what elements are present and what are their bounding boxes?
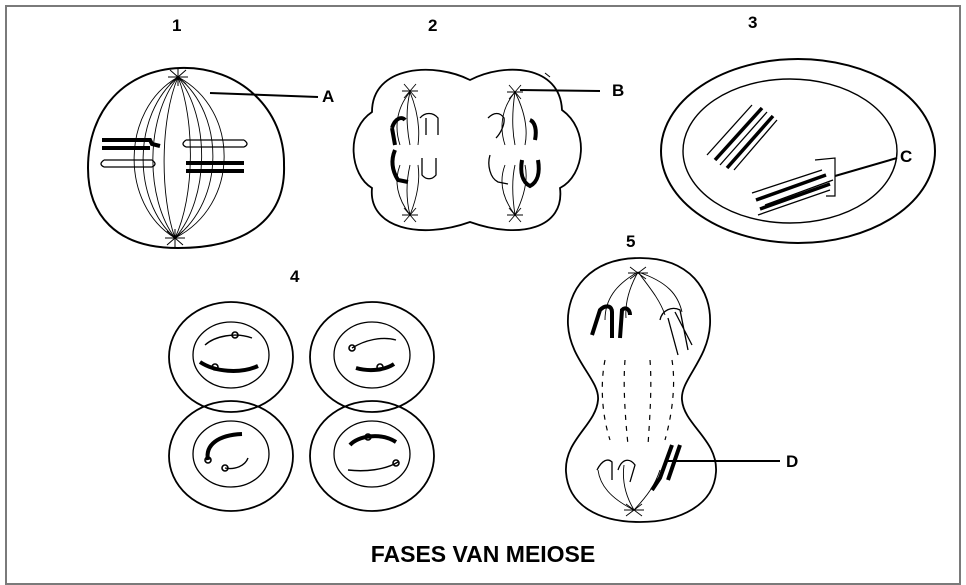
stage-number-4: 4 [290,268,299,285]
stage-number-5: 5 [626,233,635,250]
diagram-title: FASES VAN MEIOSE [0,541,966,568]
pointer-label-c: C [900,148,912,165]
stage-4-cell-bottom-right [310,401,434,511]
stage-1-cell [88,68,318,248]
stage-3-cell [661,59,935,243]
stage-5-cell [566,258,780,522]
pointer-label-b: B [612,82,624,99]
pointer-label-a: A [322,88,334,105]
stage-4-cell-top-left [169,302,293,412]
stage-number-3: 3 [748,14,757,31]
stage-2-cell [354,70,600,230]
stage-4-cell-top-right [310,302,434,412]
stage-number-2: 2 [428,17,437,34]
pointer-label-d: D [786,453,798,470]
stage-4-cell-bottom-left [169,401,293,511]
stage-4-cells [169,302,434,511]
stage-number-1: 1 [172,17,181,34]
